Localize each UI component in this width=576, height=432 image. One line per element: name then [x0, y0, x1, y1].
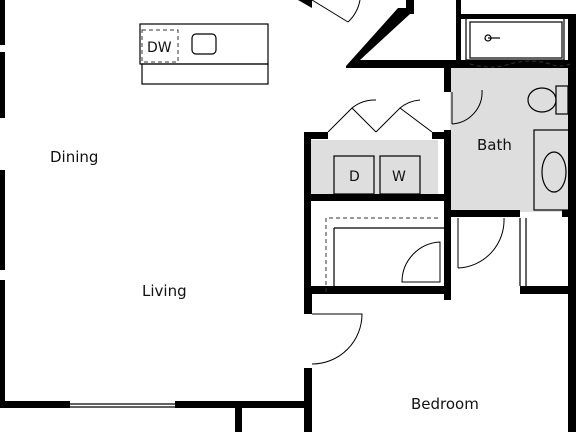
fixtures [70, 0, 571, 408]
kitchen-sink [191, 33, 217, 55]
dishwasher-box [141, 29, 179, 63]
bath-sink [541, 151, 567, 193]
bathtub [465, 17, 565, 61]
shaded-areas [310, 68, 570, 212]
washer-box [379, 155, 421, 195]
dishwasher-label: DW [147, 40, 172, 56]
dryer-label: D [349, 169, 360, 185]
toilet-tank [555, 85, 569, 115]
vanity [533, 129, 571, 211]
washer-label: W [392, 169, 406, 185]
room-label-living: Living [142, 282, 187, 300]
dryer-box [333, 155, 375, 195]
room-label-bath: Bath [477, 136, 512, 154]
room-label-dining: Dining [50, 148, 98, 166]
room-label-bedroom: Bedroom [411, 395, 479, 413]
